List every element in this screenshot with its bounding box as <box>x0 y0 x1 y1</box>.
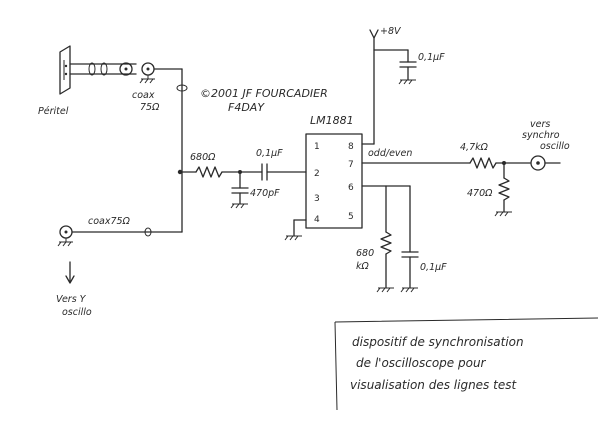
coax-trunk <box>176 68 188 233</box>
r-680k-label-1: 680 <box>356 248 374 259</box>
coax-bottom-label: coax75Ω <box>88 216 131 227</box>
coax-jack-top <box>119 62 133 76</box>
coax-top-label-2: 75Ω <box>140 102 160 113</box>
pin-3: 3 <box>314 194 320 204</box>
capacitor-supply <box>398 49 417 85</box>
resistor-680k <box>376 231 394 293</box>
vers-y-label-1: Vers Y <box>56 294 87 305</box>
cap-470pf-label: 470pF <box>250 188 280 199</box>
coax-jack-bottom <box>57 225 183 247</box>
vers-y-label-2: oscillo <box>62 307 92 318</box>
ic-name-label: LM1881 <box>310 114 354 127</box>
pin-7: 7 <box>348 160 354 170</box>
peritel-connector <box>59 45 71 95</box>
pin-8: 8 <box>348 142 354 152</box>
supply-label: +8V <box>380 26 402 37</box>
cap-pin6-label: 0,1μF <box>420 262 447 273</box>
copyright-mark: ©2001 JF FOURCADIER F4DAY <box>200 87 328 114</box>
svg-text:F4DAY: F4DAY <box>228 101 265 114</box>
r-output-label: 4,7kΩ <box>460 142 489 153</box>
arrow-down-icon <box>65 261 75 284</box>
coax-cable-top <box>69 62 137 76</box>
pin-2: 2 <box>314 169 320 179</box>
r-pulldown-label: 470Ω <box>467 188 493 199</box>
peritel-label: Péritel <box>38 106 69 117</box>
vers-synchro-label-2: synchro <box>522 130 560 141</box>
pin-5: 5 <box>348 212 354 222</box>
coax-jack-output <box>530 155 561 171</box>
resistor-4k7 <box>469 157 531 169</box>
cap-coupling-label: 0,1μF <box>256 148 283 159</box>
cap-supply-label: 0,1μF <box>418 52 445 63</box>
pin-4: 4 <box>314 215 320 225</box>
supply-line <box>361 29 409 145</box>
ground-pin4 <box>284 219 307 241</box>
pin6-wire <box>361 185 411 253</box>
note-line-2: de l'oscilloscope pour <box>356 356 487 370</box>
note-line-3: visualisation des lignes test <box>350 378 517 392</box>
coax-top-label-1: coax <box>132 90 155 101</box>
r-680k-label-2: kΩ <box>356 261 370 272</box>
note-line-1: dispositif de synchronisation <box>352 335 524 349</box>
vers-synchro-label-1: vers <box>530 119 550 130</box>
resistor-680-ohm <box>181 166 263 178</box>
coax-jack-top-2 <box>139 62 183 84</box>
pin-6: 6 <box>348 183 354 193</box>
capacitor-470pf <box>230 170 249 209</box>
vers-synchro-label-3: oscillo <box>540 141 570 152</box>
capacitor-pin6 <box>400 251 419 293</box>
ic-lm1881 <box>305 133 363 229</box>
r-input-label: 680Ω <box>190 152 216 163</box>
pin-1: 1 <box>314 142 320 152</box>
resistor-470-ohm <box>494 161 512 217</box>
description-note: dispositif de synchronisation de l'oscil… <box>334 317 599 411</box>
odd-even-label: odd/even <box>368 148 412 159</box>
capacitor-coupling <box>261 163 307 181</box>
svg-text:©2001 JF FOURCADIER: ©2001 JF FOURCADIER <box>200 87 328 100</box>
